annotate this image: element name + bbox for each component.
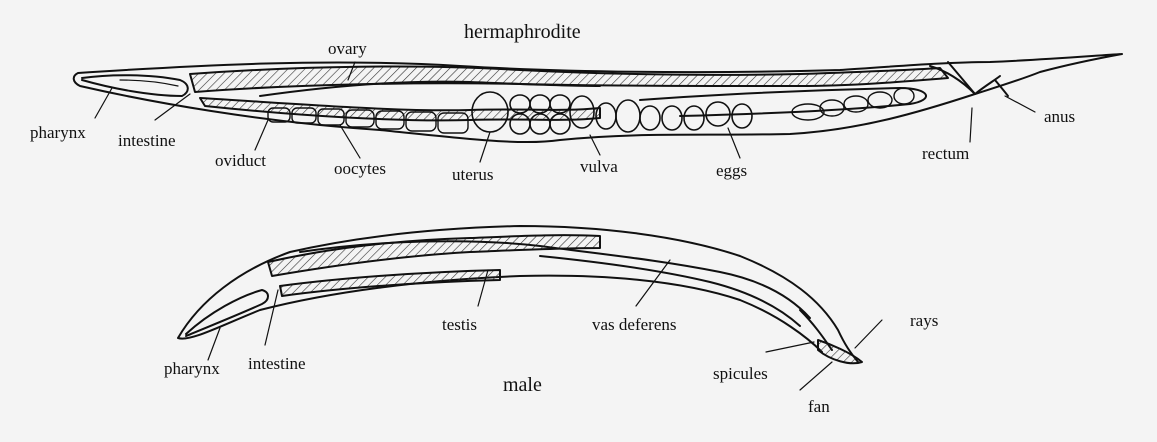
label-rays: rays (910, 312, 938, 329)
label-oviduct: oviduct (215, 152, 266, 169)
hermaphrodite-body-outline (74, 54, 1122, 142)
label-vas-deferens: vas deferens (592, 316, 677, 333)
label-hermaphrodite-pharynx: pharynx (30, 124, 86, 141)
male-pharynx (186, 290, 268, 336)
label-oocytes: oocytes (334, 160, 386, 177)
hermaphrodite-pharynx (82, 75, 188, 96)
hermaphrodite-tail (930, 66, 1008, 96)
label-male-intestine: intestine (248, 355, 306, 372)
label-ovary: ovary (328, 40, 367, 57)
label-spicules: spicules (713, 365, 768, 382)
label-fan: fan (808, 398, 830, 415)
label-rectum: rectum (922, 145, 969, 162)
label-eggs: eggs (716, 162, 747, 179)
hermaphrodite-eggs (792, 88, 914, 120)
label-hermaphrodite-intestine: intestine (118, 132, 176, 149)
label-anus: anus (1044, 108, 1075, 125)
male-title: male (503, 375, 542, 395)
label-uterus: uterus (452, 166, 494, 183)
hermaphrodite-title: hermaphrodite (464, 22, 581, 42)
label-vulva: vulva (580, 158, 618, 175)
label-testis: testis (442, 316, 477, 333)
male-fan (818, 340, 862, 363)
male-leader-lines (208, 260, 882, 390)
label-male-pharynx: pharynx (164, 360, 220, 377)
